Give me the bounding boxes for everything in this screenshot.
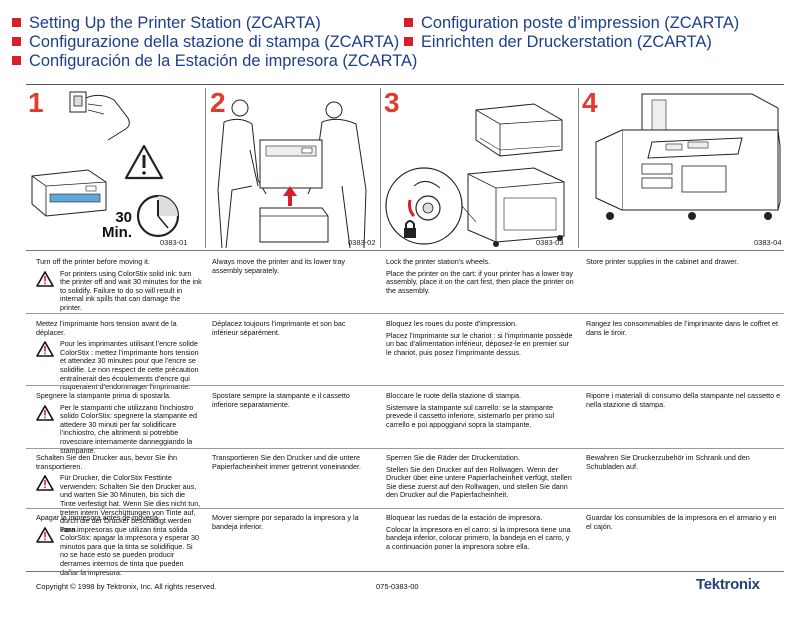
figure-code: 0383-03 xyxy=(536,238,564,247)
bullet-square-icon xyxy=(12,37,21,46)
title-it: Configurazione della stazione di stampa … xyxy=(12,33,399,52)
top-rule xyxy=(26,84,784,85)
step-number: 2 xyxy=(210,87,226,118)
panel-step-2: 2 0383-02 xyxy=(210,87,378,248)
row-es-col-2: Mover siempre por separado la impresora … xyxy=(212,513,359,531)
panel-step-1: 1 30 Min. 0383-01 xyxy=(28,87,203,248)
bullet-square-icon xyxy=(404,18,413,27)
row-it-col-1: Spegnere la stampante prima di spostarla… xyxy=(36,391,198,455)
copyright: Copyright © 1998 by Tektronix, Inc. All … xyxy=(36,582,217,591)
row-it-col-4: Riporre i materiali di consumo della sta… xyxy=(586,391,781,409)
row-divider xyxy=(26,313,784,314)
title-es: Configuración de la Estación de impresor… xyxy=(12,52,417,71)
power-off-illustration xyxy=(31,91,180,238)
warning-icon xyxy=(36,526,54,543)
bullet-square-icon xyxy=(404,37,413,46)
panel-step-3: 3 0383-03 xyxy=(384,87,576,248)
figure-code: 0383-02 xyxy=(348,238,376,247)
warning-icon xyxy=(36,475,54,491)
row-es-col-1: Apagar la impresora antes de moverla. Pa… xyxy=(36,513,200,577)
row-en-col-4: Store printer supplies in the cabinet an… xyxy=(586,257,739,266)
row-de-col-3: Sperren Sie die Räder der Druckerstation… xyxy=(386,453,572,500)
warning-icon xyxy=(36,270,54,287)
row-de-col-1: Schalten Sie den Drucker aus, bevor Sie … xyxy=(36,453,201,534)
step-number: 1 xyxy=(28,87,44,118)
lock-wheels-illustration xyxy=(385,103,565,247)
row-fr-col-1: Mettez l’imprimante hors tension avant d… xyxy=(36,319,199,392)
panel-divider xyxy=(205,88,206,248)
panel-bottom-rule xyxy=(26,250,784,251)
panel-divider xyxy=(380,88,381,248)
lift-printer-illustration xyxy=(217,99,367,248)
title-de: Einrichten der Druckerstation (ZCARTA) xyxy=(404,33,712,52)
row-fr-col-3: Bloquez les roues du poste d’impression.… xyxy=(386,319,573,357)
timer-label: 30 Min. xyxy=(102,209,132,241)
warning-icon xyxy=(36,404,54,421)
panel-step-4: 4 0383-04 xyxy=(582,87,782,248)
row-divider xyxy=(26,508,784,509)
row-en-col-3: Lock the printer station’s wheels.Place … xyxy=(386,257,574,295)
step-number: 3 xyxy=(384,87,400,118)
row-it-col-2: Spostare sempre la stampante e il casset… xyxy=(212,391,350,409)
step-number: 4 xyxy=(582,87,598,118)
row-es-col-4: Guardar los consumibles de la impresora … xyxy=(586,513,777,531)
figure-code: 0383-01 xyxy=(160,238,188,247)
row-de-col-2: Transportieren Sie den Drucker und die u… xyxy=(212,453,362,471)
row-fr-col-4: Rangez les consommables de l’imprimante … xyxy=(586,319,779,337)
panel-divider xyxy=(578,88,579,248)
store-supplies-illustration xyxy=(595,93,781,220)
row-fr-col-2: Déplacez toujours l’imprimante et son ba… xyxy=(212,319,346,337)
part-number: 075-0383-00 xyxy=(376,582,419,591)
row-divider xyxy=(26,385,784,386)
title-fr: Configuration poste d’impression (ZCARTA… xyxy=(404,14,739,33)
row-es-col-3: Bloquear las ruedas de la estación de im… xyxy=(386,513,571,551)
row-en-col-2: Always move the printer and its lower tr… xyxy=(212,257,346,275)
bullet-square-icon xyxy=(12,56,21,65)
bullet-square-icon xyxy=(12,18,21,27)
row-it-col-3: Bloccare le ruote della stazione di stam… xyxy=(386,391,555,429)
row-divider xyxy=(26,448,784,449)
row-de-col-4: Bewahren Sie Druckerzubehör im Schrank u… xyxy=(586,453,750,471)
row-en-col-1: Turn off the printer before moving it. F… xyxy=(36,257,202,312)
warning-icon xyxy=(36,341,54,357)
title-block: Setting Up the Printer Station (ZCARTA) … xyxy=(0,0,808,78)
tektronix-logo: Tektronix xyxy=(696,576,760,593)
bottom-rule xyxy=(26,571,784,572)
title-en: Setting Up the Printer Station (ZCARTA) xyxy=(12,14,321,33)
figure-code: 0383-04 xyxy=(754,238,782,247)
